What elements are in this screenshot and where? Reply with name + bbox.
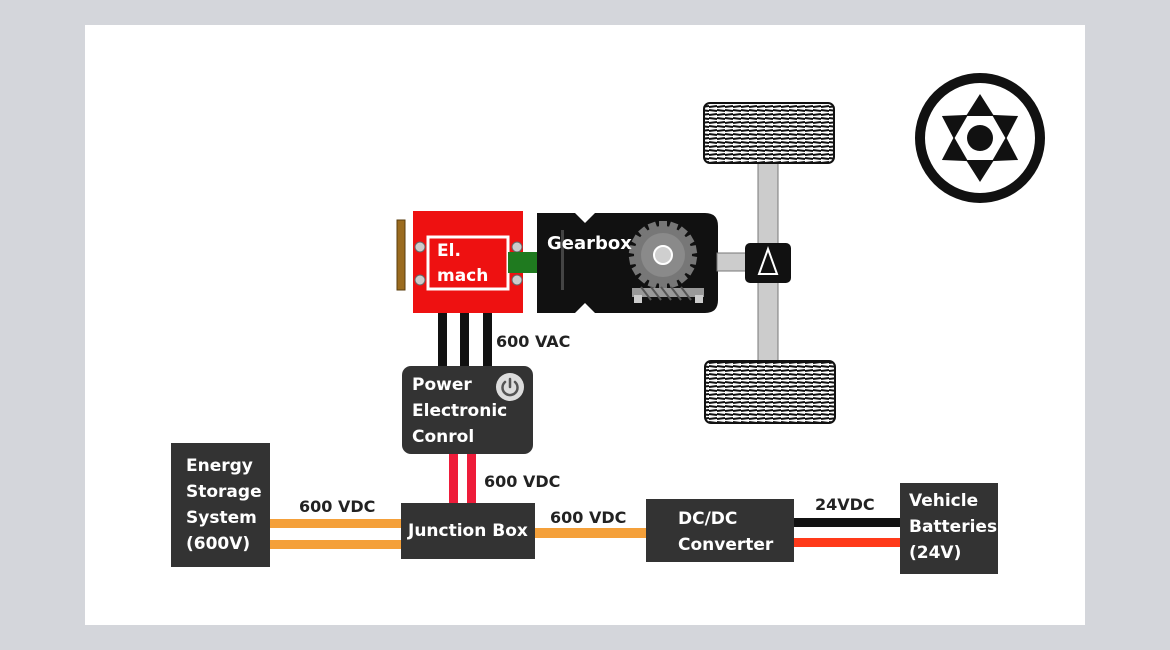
wire-phase-3: [483, 311, 492, 368]
pe-line-1: Power: [412, 375, 472, 395]
junction-box-block: Junction Box: [401, 503, 535, 559]
worm-gear: [632, 286, 704, 303]
el-mach-label: El. mach: [437, 239, 497, 289]
gearbox-label: Gearbox: [547, 233, 632, 254]
label-jb-dcdc-voltage: 600 VDC: [550, 508, 627, 527]
junction-box-label: Junction Box: [408, 521, 528, 541]
wire-ess-jb-top: [270, 519, 405, 528]
wire-pe-jb-left: [449, 453, 458, 505]
wheel-icon: [915, 73, 1045, 203]
power-icon: [496, 373, 524, 401]
diagram-canvas: Energy Storage System (600V) Junction Bo…: [85, 25, 1085, 625]
label-ess-jb-voltage: 600 VDC: [299, 497, 376, 516]
wire-phase-2: [460, 311, 469, 368]
differential-icon: [745, 243, 791, 283]
electric-machine: [413, 211, 523, 313]
tire-bottom: [704, 360, 836, 424]
tire-top: [703, 102, 835, 164]
dcdc-converter-block: DC/DC Converter: [646, 499, 794, 562]
pe-line-3: Conrol: [412, 427, 475, 447]
diagram-graphics: [270, 73, 1045, 549]
wire-jb-dcdc: [535, 528, 647, 538]
ess-line-1: Energy: [186, 456, 253, 476]
motor-shaft: [508, 252, 541, 273]
wire-dcdc-batt-black: [793, 518, 901, 527]
batteries-line-2: Batteries: [909, 517, 998, 537]
ess-line-3: System: [186, 508, 257, 528]
dcdc-line-2: Converter: [678, 535, 774, 555]
vehicle-batteries-block: Vehicle Batteries (24V): [900, 483, 998, 574]
el-mach-line-1: El.: [437, 241, 461, 261]
wire-phase-1: [438, 311, 447, 368]
batteries-line-1: Vehicle: [909, 491, 979, 511]
ess-line-2: Storage: [186, 482, 262, 502]
dcdc-line-1: DC/DC: [678, 509, 738, 529]
label-pe-machine-voltage: 600 VAC: [496, 332, 571, 351]
wire-pe-jb-right: [467, 453, 476, 505]
output-shaft: [716, 252, 748, 272]
wire-dcdc-batt-red: [793, 538, 901, 547]
wire-ess-jb-bottom: [270, 540, 405, 549]
el-mach-line-2: mach: [437, 266, 489, 286]
power-electronic-control-block: Power Electronic Conrol: [402, 366, 533, 454]
gear-icon: [628, 221, 698, 289]
ess-line-4: (600V): [186, 534, 251, 554]
label-dcdc-batt-voltage: 24VDC: [815, 495, 875, 514]
pe-line-2: Electronic: [412, 401, 508, 421]
machine-endcap: [396, 219, 406, 291]
energy-storage-system-block: Energy Storage System (600V): [171, 443, 270, 567]
label-pe-jb-voltage: 600 VDC: [484, 472, 561, 491]
batteries-line-3: (24V): [909, 543, 962, 563]
